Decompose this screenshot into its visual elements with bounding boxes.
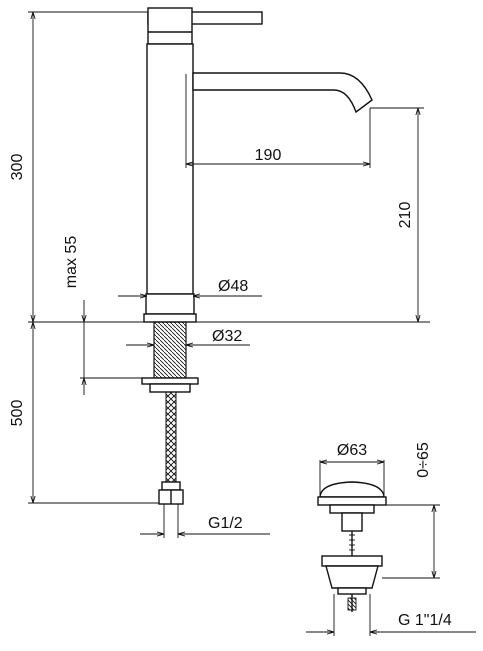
waste-thread-label: G 1"1/4	[398, 612, 452, 629]
waste-lower-flange	[321, 555, 383, 567]
faucet-dimensions: 300 500 max 55 190 210 Ø48 Ø32 G1/2	[9, 11, 430, 538]
waste-outlet	[337, 587, 367, 595]
max-deck-thickness-label: max 55	[63, 236, 80, 289]
fixing-washer	[141, 377, 199, 385]
waste-range-label: 0÷65	[415, 442, 432, 478]
waste-cap	[319, 481, 385, 498]
hose-collar	[161, 481, 181, 491]
hose-thread-label: G1/2	[208, 515, 243, 532]
spout-reach-label: 190	[255, 147, 282, 164]
waste-drawing	[317, 481, 387, 612]
flexible-hose	[165, 391, 177, 483]
waste-lower-body	[325, 565, 379, 589]
waste-diameter-label: Ø63	[337, 442, 367, 459]
cartridge-cap	[147, 7, 193, 45]
spout	[192, 72, 373, 114]
total-height-label: 300	[9, 154, 26, 181]
base-ring	[143, 313, 197, 323]
faucet-body	[146, 43, 194, 295]
fixing-nut	[149, 383, 191, 393]
waste-flange	[317, 496, 387, 506]
waste-thread-stub	[347, 597, 357, 611]
waste-body-top	[329, 504, 375, 514]
hose-length-label: 500	[9, 400, 26, 427]
threaded-shank	[153, 321, 187, 379]
waste-dimensions: Ø63 0÷65 G 1"1/4	[306, 442, 476, 636]
faucet-drawing	[141, 7, 373, 505]
base-flange	[145, 293, 195, 315]
spout-height-label: 210	[397, 202, 414, 229]
waste-neck	[341, 512, 363, 532]
body-diameter-label: Ø48	[218, 278, 248, 295]
shank-diameter-label: Ø32	[212, 328, 242, 345]
